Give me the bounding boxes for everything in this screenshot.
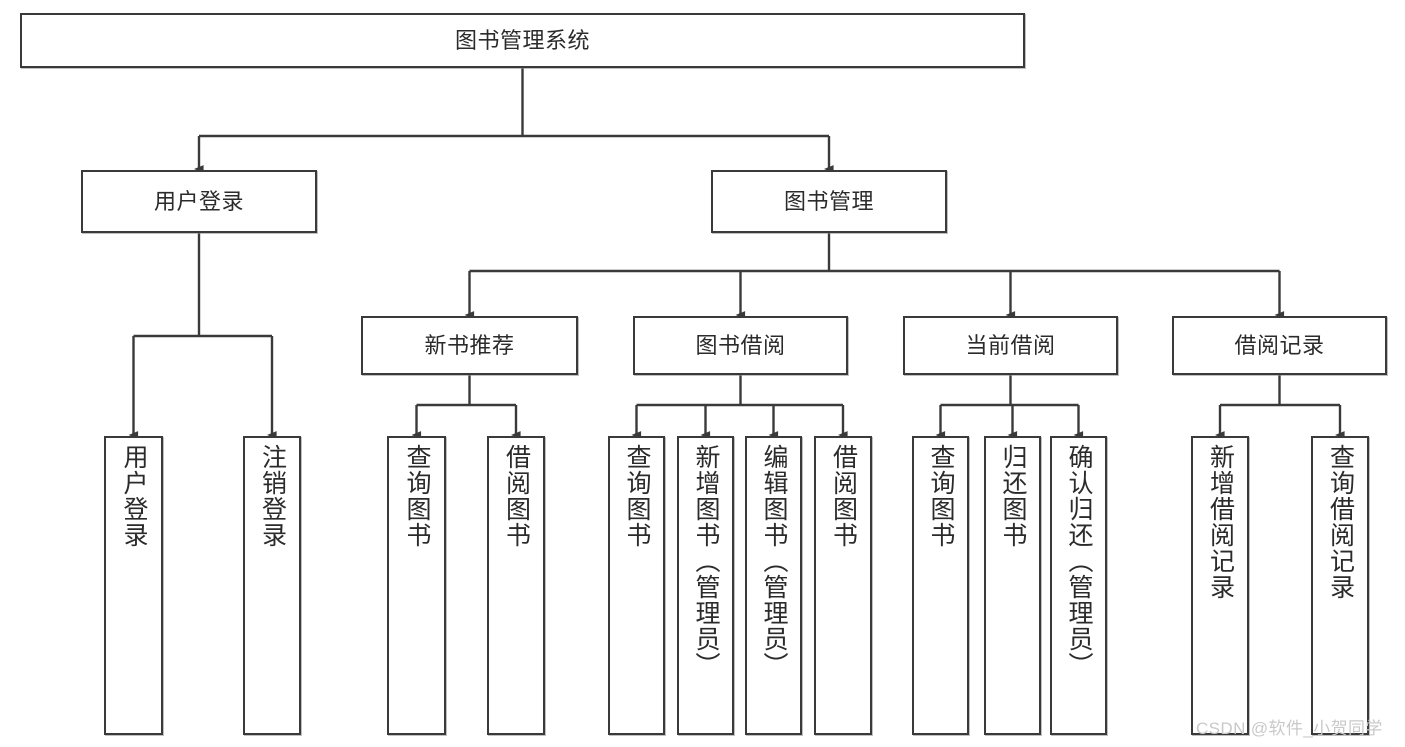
node-label: 新增图书（管理员） xyxy=(692,444,720,678)
node-book-borrow[interactable]: 图书借阅 xyxy=(633,316,848,375)
node-leaf-borrow-book-2[interactable]: 借阅图书 xyxy=(814,436,872,735)
node-leaf-query-book-3[interactable]: 查询图书 xyxy=(912,436,969,735)
node-leaf-add-borrow-record[interactable]: 新增借阅记录 xyxy=(1191,436,1249,735)
node-leaf-query-book-1[interactable]: 查询图书 xyxy=(387,436,446,735)
node-label: 查询图书 xyxy=(403,444,431,548)
node-leaf-confirm-return-admin[interactable]: 确认归还（管理员） xyxy=(1050,436,1107,735)
node-label: 编辑图书（管理员） xyxy=(760,444,788,678)
node-label: 归还图书 xyxy=(999,444,1027,548)
node-label: 查询图书 xyxy=(927,444,955,548)
node-label: 当前借阅 xyxy=(965,332,1056,358)
node-leaf-query-book-2[interactable]: 查询图书 xyxy=(608,436,665,735)
node-label: 注销登录 xyxy=(258,444,287,548)
node-leaf-return-book[interactable]: 归还图书 xyxy=(984,436,1041,735)
node-label: 借阅图书 xyxy=(829,444,858,548)
node-leaf-logout-login[interactable]: 注销登录 xyxy=(243,436,301,735)
node-borrow-record[interactable]: 借阅记录 xyxy=(1172,316,1387,375)
node-label: 图书管理系统 xyxy=(454,27,590,53)
node-label: 图书借阅 xyxy=(695,332,786,358)
node-label: 借阅图书 xyxy=(502,444,531,548)
node-user-login[interactable]: 用户登录 xyxy=(81,170,317,233)
node-new-book-recommend[interactable]: 新书推荐 xyxy=(361,316,578,375)
node-leaf-user-login[interactable]: 用户登录 xyxy=(104,436,163,735)
node-label: 新书推荐 xyxy=(424,332,515,358)
node-leaf-query-borrow-record[interactable]: 查询借阅记录 xyxy=(1311,436,1369,735)
edges xyxy=(128,68,1345,439)
node-label: 新增借阅记录 xyxy=(1206,444,1235,600)
node-leaf-add-book-admin[interactable]: 新增图书（管理员） xyxy=(677,436,734,735)
node-label: 图书管理 xyxy=(783,188,874,214)
node-root[interactable]: 图书管理系统 xyxy=(20,13,1025,68)
node-label: 查询图书 xyxy=(623,444,651,548)
node-leaf-edit-book-admin[interactable]: 编辑图书（管理员） xyxy=(745,436,802,735)
node-label: 用户登录 xyxy=(153,188,244,214)
node-label: 用户登录 xyxy=(120,444,148,548)
node-label: 确认归还（管理员） xyxy=(1065,444,1093,678)
node-label: 查询借阅记录 xyxy=(1326,444,1355,600)
node-leaf-borrow-book-1[interactable]: 借阅图书 xyxy=(487,436,545,735)
node-current-borrow[interactable]: 当前借阅 xyxy=(903,316,1118,375)
node-book-manage[interactable]: 图书管理 xyxy=(711,170,947,233)
node-label: 借阅记录 xyxy=(1234,332,1325,358)
csdn-watermark: CSDN @软件_小贺同学 xyxy=(1196,719,1383,738)
